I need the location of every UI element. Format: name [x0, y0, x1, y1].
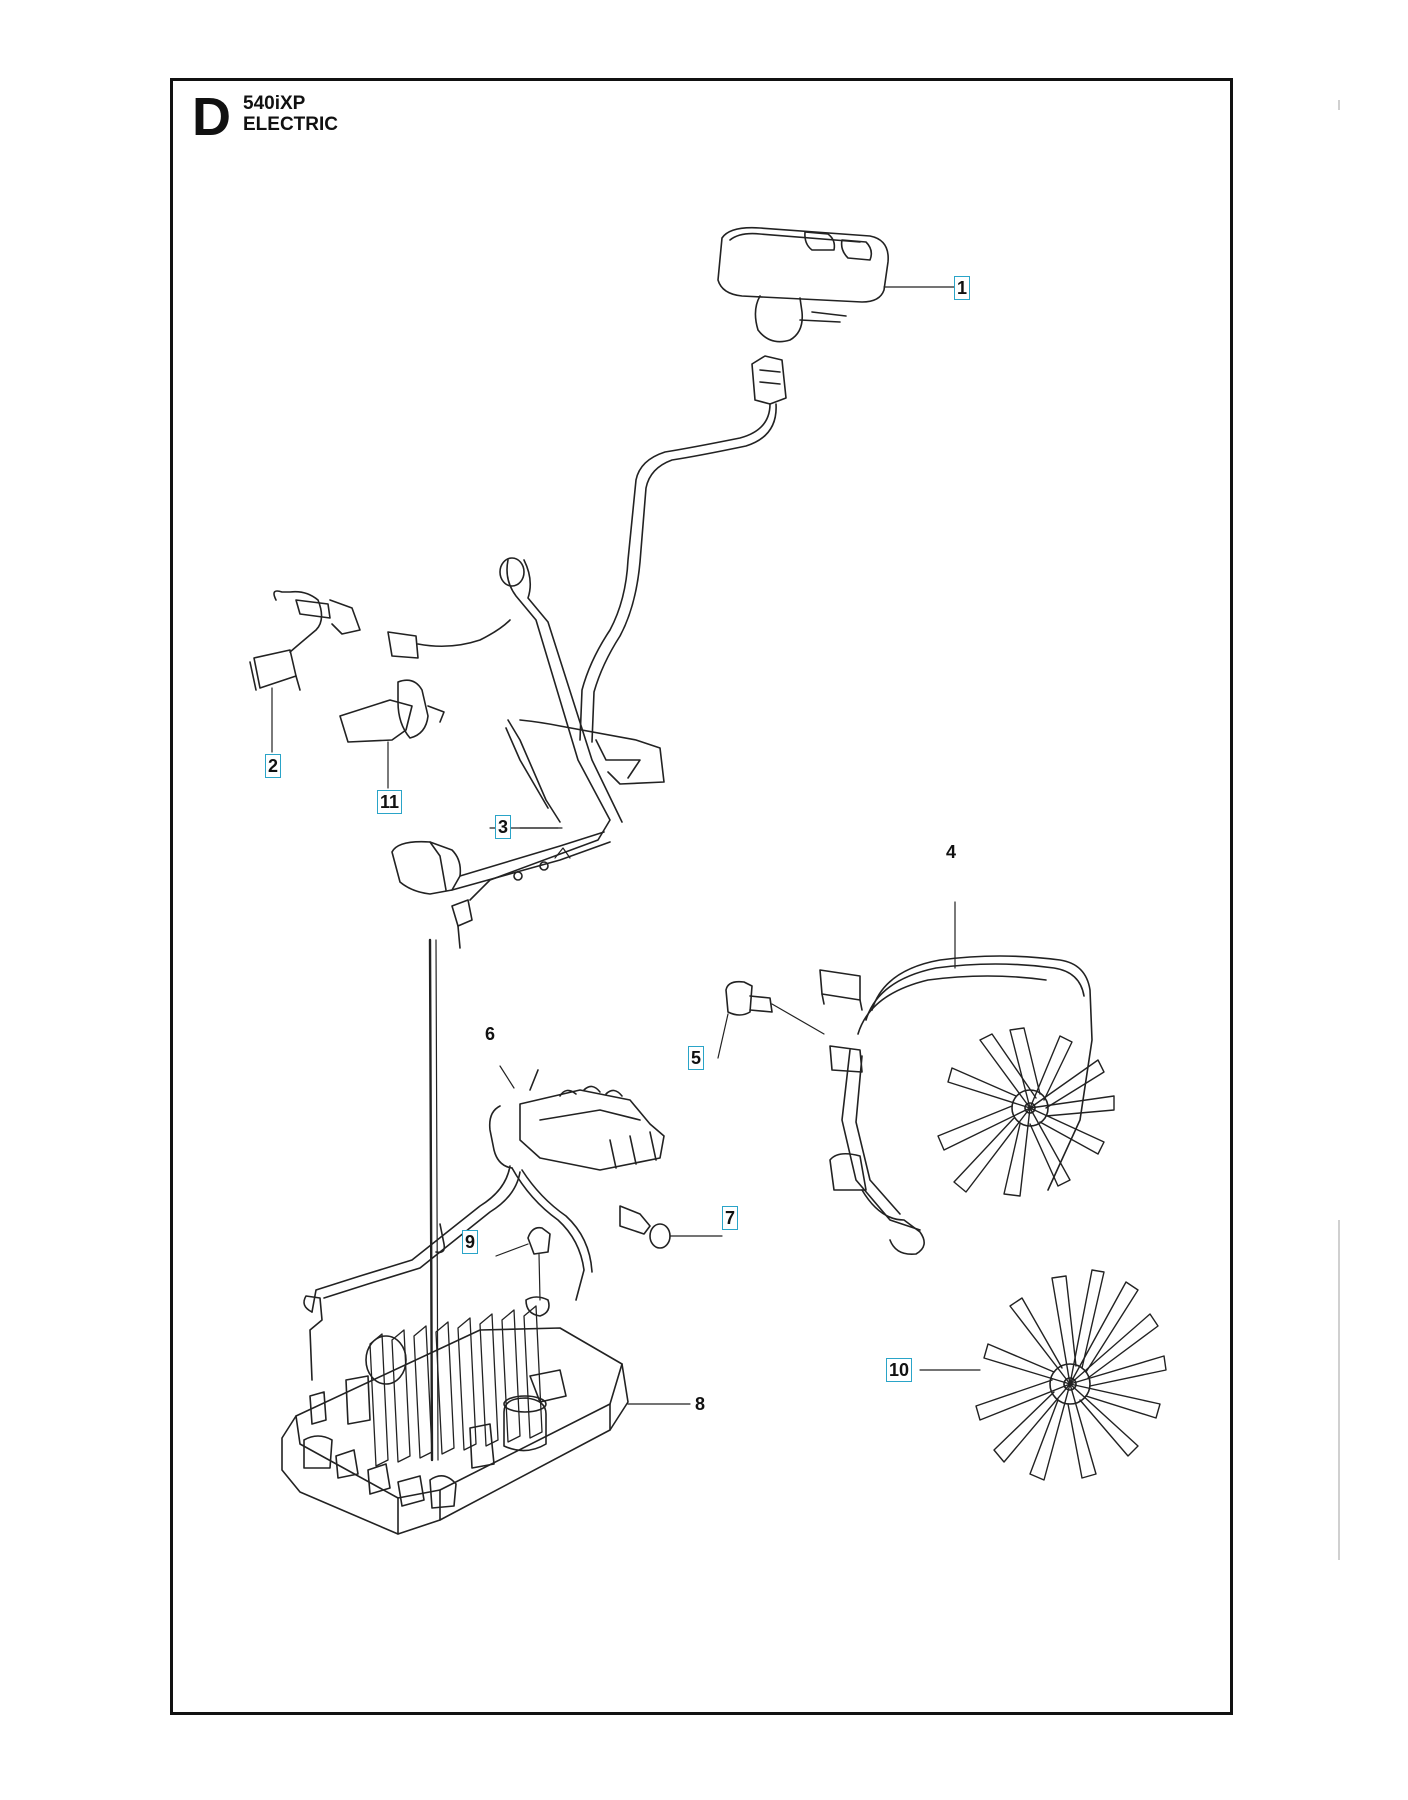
- part-7-screw: [619, 1205, 723, 1249]
- callout-6: 6: [482, 1022, 499, 1046]
- part-2-switch: [249, 590, 511, 753]
- diagram-subtitle: ELECTRIC: [243, 114, 338, 135]
- part-6-connector-block: [311, 1065, 665, 1313]
- callout-11: 11: [377, 790, 403, 814]
- callout-8: 8: [692, 1392, 709, 1416]
- part-5-bolt: [717, 980, 825, 1059]
- callout-3: 3: [495, 815, 512, 839]
- section-letter: D: [192, 87, 231, 147]
- callout-1: 1: [954, 276, 971, 300]
- part-3-harness-bracket: [391, 557, 665, 949]
- callout-9: 9: [462, 1230, 479, 1254]
- diagram-frame: [170, 78, 1233, 1715]
- part-11-trigger: [339, 679, 445, 789]
- harness-upper: [579, 355, 787, 743]
- part-4-ignition-flywheel: [819, 901, 1115, 1256]
- callout-2: 2: [265, 754, 282, 778]
- part-8-control-module: [281, 1295, 691, 1535]
- model-name: 540iXP: [243, 93, 306, 114]
- part-10-fan: [919, 1269, 1167, 1481]
- margin-mark: [1338, 1220, 1340, 1560]
- callout-5: 5: [688, 1046, 705, 1070]
- callout-10: 10: [886, 1358, 913, 1382]
- part-1-switch-handle: [717, 226, 956, 343]
- part-9-nut: [495, 1226, 551, 1317]
- margin-mark: [1338, 100, 1340, 110]
- callout-4: 4: [943, 840, 960, 864]
- callout-7: 7: [722, 1206, 739, 1230]
